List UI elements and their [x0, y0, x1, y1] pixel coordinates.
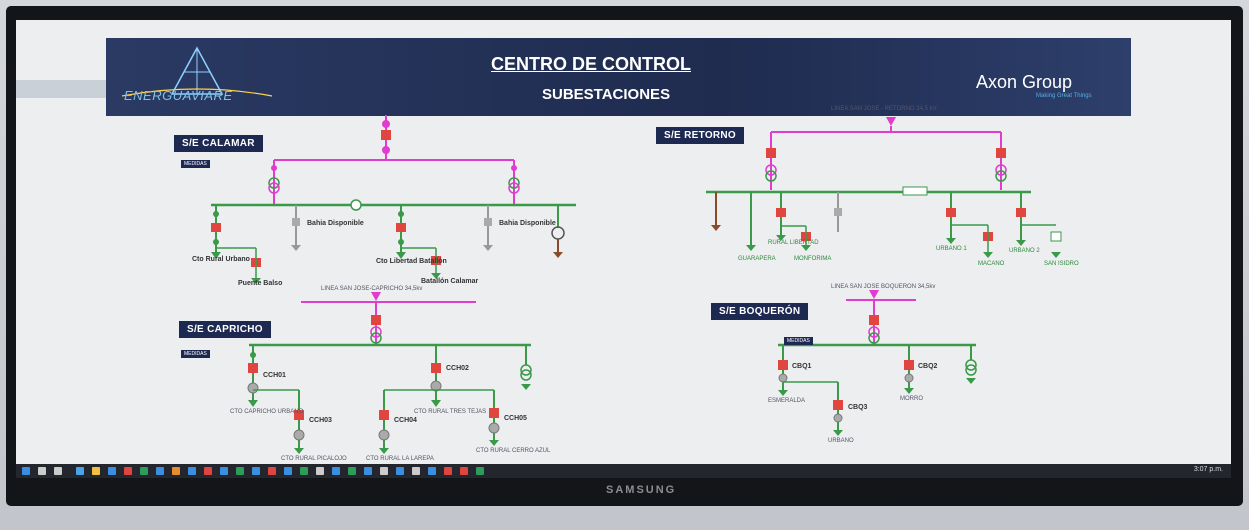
- retorno-feeder-urbano2[interactable]: URBANO 2: [1009, 248, 1040, 254]
- calamar-medidas-button[interactable]: MEDIDAS: [181, 160, 210, 168]
- axon-tagline: Making Great Things: [1036, 93, 1092, 99]
- monitor-brand: SAMSUNG: [606, 484, 677, 496]
- capricho-out-urbano: CTO CAPRICHO URBANO: [230, 409, 304, 415]
- boqueron-medidas-button[interactable]: MEDIDAS: [784, 337, 813, 345]
- task-view-icon[interactable]: [54, 467, 62, 475]
- app-icon[interactable]: [412, 467, 420, 475]
- monitor-bezel: ENERGUAVIARE CENTRO DE CONTROL SUBESTACI…: [6, 6, 1243, 506]
- calamar-feeder-2[interactable]: Bahia Disponible: [307, 220, 364, 227]
- capricho-feeder-cch01[interactable]: CCH01: [263, 372, 286, 379]
- excel-icon[interactable]: [140, 467, 148, 475]
- axon-group-logo: Axon Group: [976, 72, 1073, 92]
- page-title: CENTRO DE CONTROL: [491, 54, 691, 74]
- app-icon[interactable]: [380, 467, 388, 475]
- breaker-icon: [381, 130, 391, 140]
- app-icon[interactable]: [428, 467, 436, 475]
- app-icon[interactable]: [396, 467, 404, 475]
- calamar-diagram: [211, 115, 576, 284]
- app-icon[interactable]: [284, 467, 292, 475]
- app-icon[interactable]: [348, 467, 356, 475]
- page-subtitle: SUBESTACIONES: [542, 86, 671, 103]
- app-icon[interactable]: [236, 467, 244, 475]
- app-icon[interactable]: [204, 467, 212, 475]
- taskbar-clock: 3:07 p.m.: [1193, 466, 1223, 473]
- retorno-feeder-monforima[interactable]: MONFORIMA: [794, 256, 832, 262]
- app-icon[interactable]: [76, 467, 84, 475]
- energuaviare-logo: [121, 46, 273, 97]
- app-icon[interactable]: [300, 467, 308, 475]
- app-icon[interactable]: [220, 467, 228, 475]
- app-icon[interactable]: [188, 467, 196, 475]
- calamar-feeder-1[interactable]: Cto Rural Urbano: [192, 256, 250, 263]
- app-icon[interactable]: [108, 467, 116, 475]
- boqueron-title: S/E BOQUERÓN: [711, 303, 809, 320]
- app-icon[interactable]: [172, 467, 180, 475]
- boqueron-feeder-cbq1[interactable]: CBQ1: [792, 363, 812, 370]
- app-icon[interactable]: [460, 467, 468, 475]
- boqueron-feeder-cbq3[interactable]: CBQ3: [848, 404, 868, 411]
- search-icon[interactable]: [38, 467, 46, 475]
- windows-taskbar: 3:07 p.m.: [16, 464, 1231, 478]
- capricho-feeder-cch04[interactable]: CCH04: [394, 417, 417, 424]
- capricho-feeder-cch03[interactable]: CCH03: [309, 417, 332, 424]
- app-icon[interactable]: [444, 467, 452, 475]
- boqueron-diagram: [778, 290, 977, 436]
- start-icon[interactable]: [22, 467, 30, 475]
- calamar-title: S/E CALAMAR: [174, 135, 263, 152]
- app-icon[interactable]: [156, 467, 164, 475]
- app-icon[interactable]: [268, 467, 276, 475]
- app-icon[interactable]: [332, 467, 340, 475]
- capricho-line-label: LINEA SAN JOSE-CAPRICHO 34,5kv: [321, 286, 423, 292]
- retorno-feeder-san-isidro[interactable]: SAN ISIDRO: [1044, 261, 1079, 267]
- logo-text: ENERGUAVIARE: [124, 88, 233, 103]
- boqueron-line-label: LINEA SAN JOSE BOQUERON 34,5kv: [831, 284, 936, 290]
- capricho-out-larepa: CTO RURAL LA LAREPA: [366, 456, 434, 462]
- retorno-feeder-macano[interactable]: MACANO: [978, 261, 1005, 267]
- retorno-diagram: [706, 117, 1062, 258]
- monitor-screen: ENERGUAVIARE CENTRO DE CONTROL SUBESTACI…: [16, 20, 1231, 478]
- calamar-puente-label[interactable]: Puente Balso: [238, 280, 283, 287]
- capricho-out-cerro-azul: CTO RURAL CERRO AZUL: [476, 448, 551, 454]
- capricho-out-tres-tejas: CTO RURAL TRES TEJAS: [414, 409, 487, 415]
- calamar-feeder-3[interactable]: Cto Libertad Batallón: [376, 258, 447, 265]
- retorno-line-label: LINEA SAN JOSE - RETORNO 34,5 kV: [831, 106, 937, 112]
- boqueron-out-morro: MORRO: [900, 396, 923, 402]
- folder-icon[interactable]: [92, 467, 100, 475]
- capricho-feeder-cch05[interactable]: CCH05: [504, 415, 527, 422]
- retorno-title: S/E RETORNO: [656, 127, 745, 144]
- boqueron-out-urbano: URBANO: [828, 438, 854, 444]
- capricho-diagram: [247, 292, 532, 454]
- retorno-feeder-guarapera[interactable]: GUARAPERA: [738, 256, 776, 262]
- control-center-header: ENERGUAVIARE CENTRO DE CONTROL SUBESTACI…: [106, 38, 1131, 116]
- boqueron-feeder-cbq2[interactable]: CBQ2: [918, 363, 938, 370]
- boqueron-out-esmeralda: ESMERALDA: [768, 398, 806, 404]
- capricho-feeder-cch02[interactable]: CCH02: [446, 365, 469, 372]
- capricho-title: S/E CAPRICHO: [179, 321, 271, 338]
- app-icon[interactable]: [316, 467, 324, 475]
- app-icon[interactable]: [252, 467, 260, 475]
- app-icon[interactable]: [124, 467, 132, 475]
- calamar-batallon-label[interactable]: Batallón Calamar: [421, 278, 479, 285]
- single-line-diagram: [211, 115, 1062, 454]
- app-icon[interactable]: [364, 467, 372, 475]
- capricho-medidas-button[interactable]: MEDIDAS: [181, 350, 210, 358]
- capricho-out-picalojo: CTO RURAL PICALOJO: [281, 456, 347, 462]
- app-icon[interactable]: [476, 467, 484, 475]
- retorno-feeder-urbano1[interactable]: URBANO 1: [936, 246, 967, 252]
- retorno-feeder-libertad[interactable]: RURAL LIBERTAD: [768, 240, 819, 246]
- calamar-feeder-4[interactable]: Bahia Disponible: [499, 220, 556, 227]
